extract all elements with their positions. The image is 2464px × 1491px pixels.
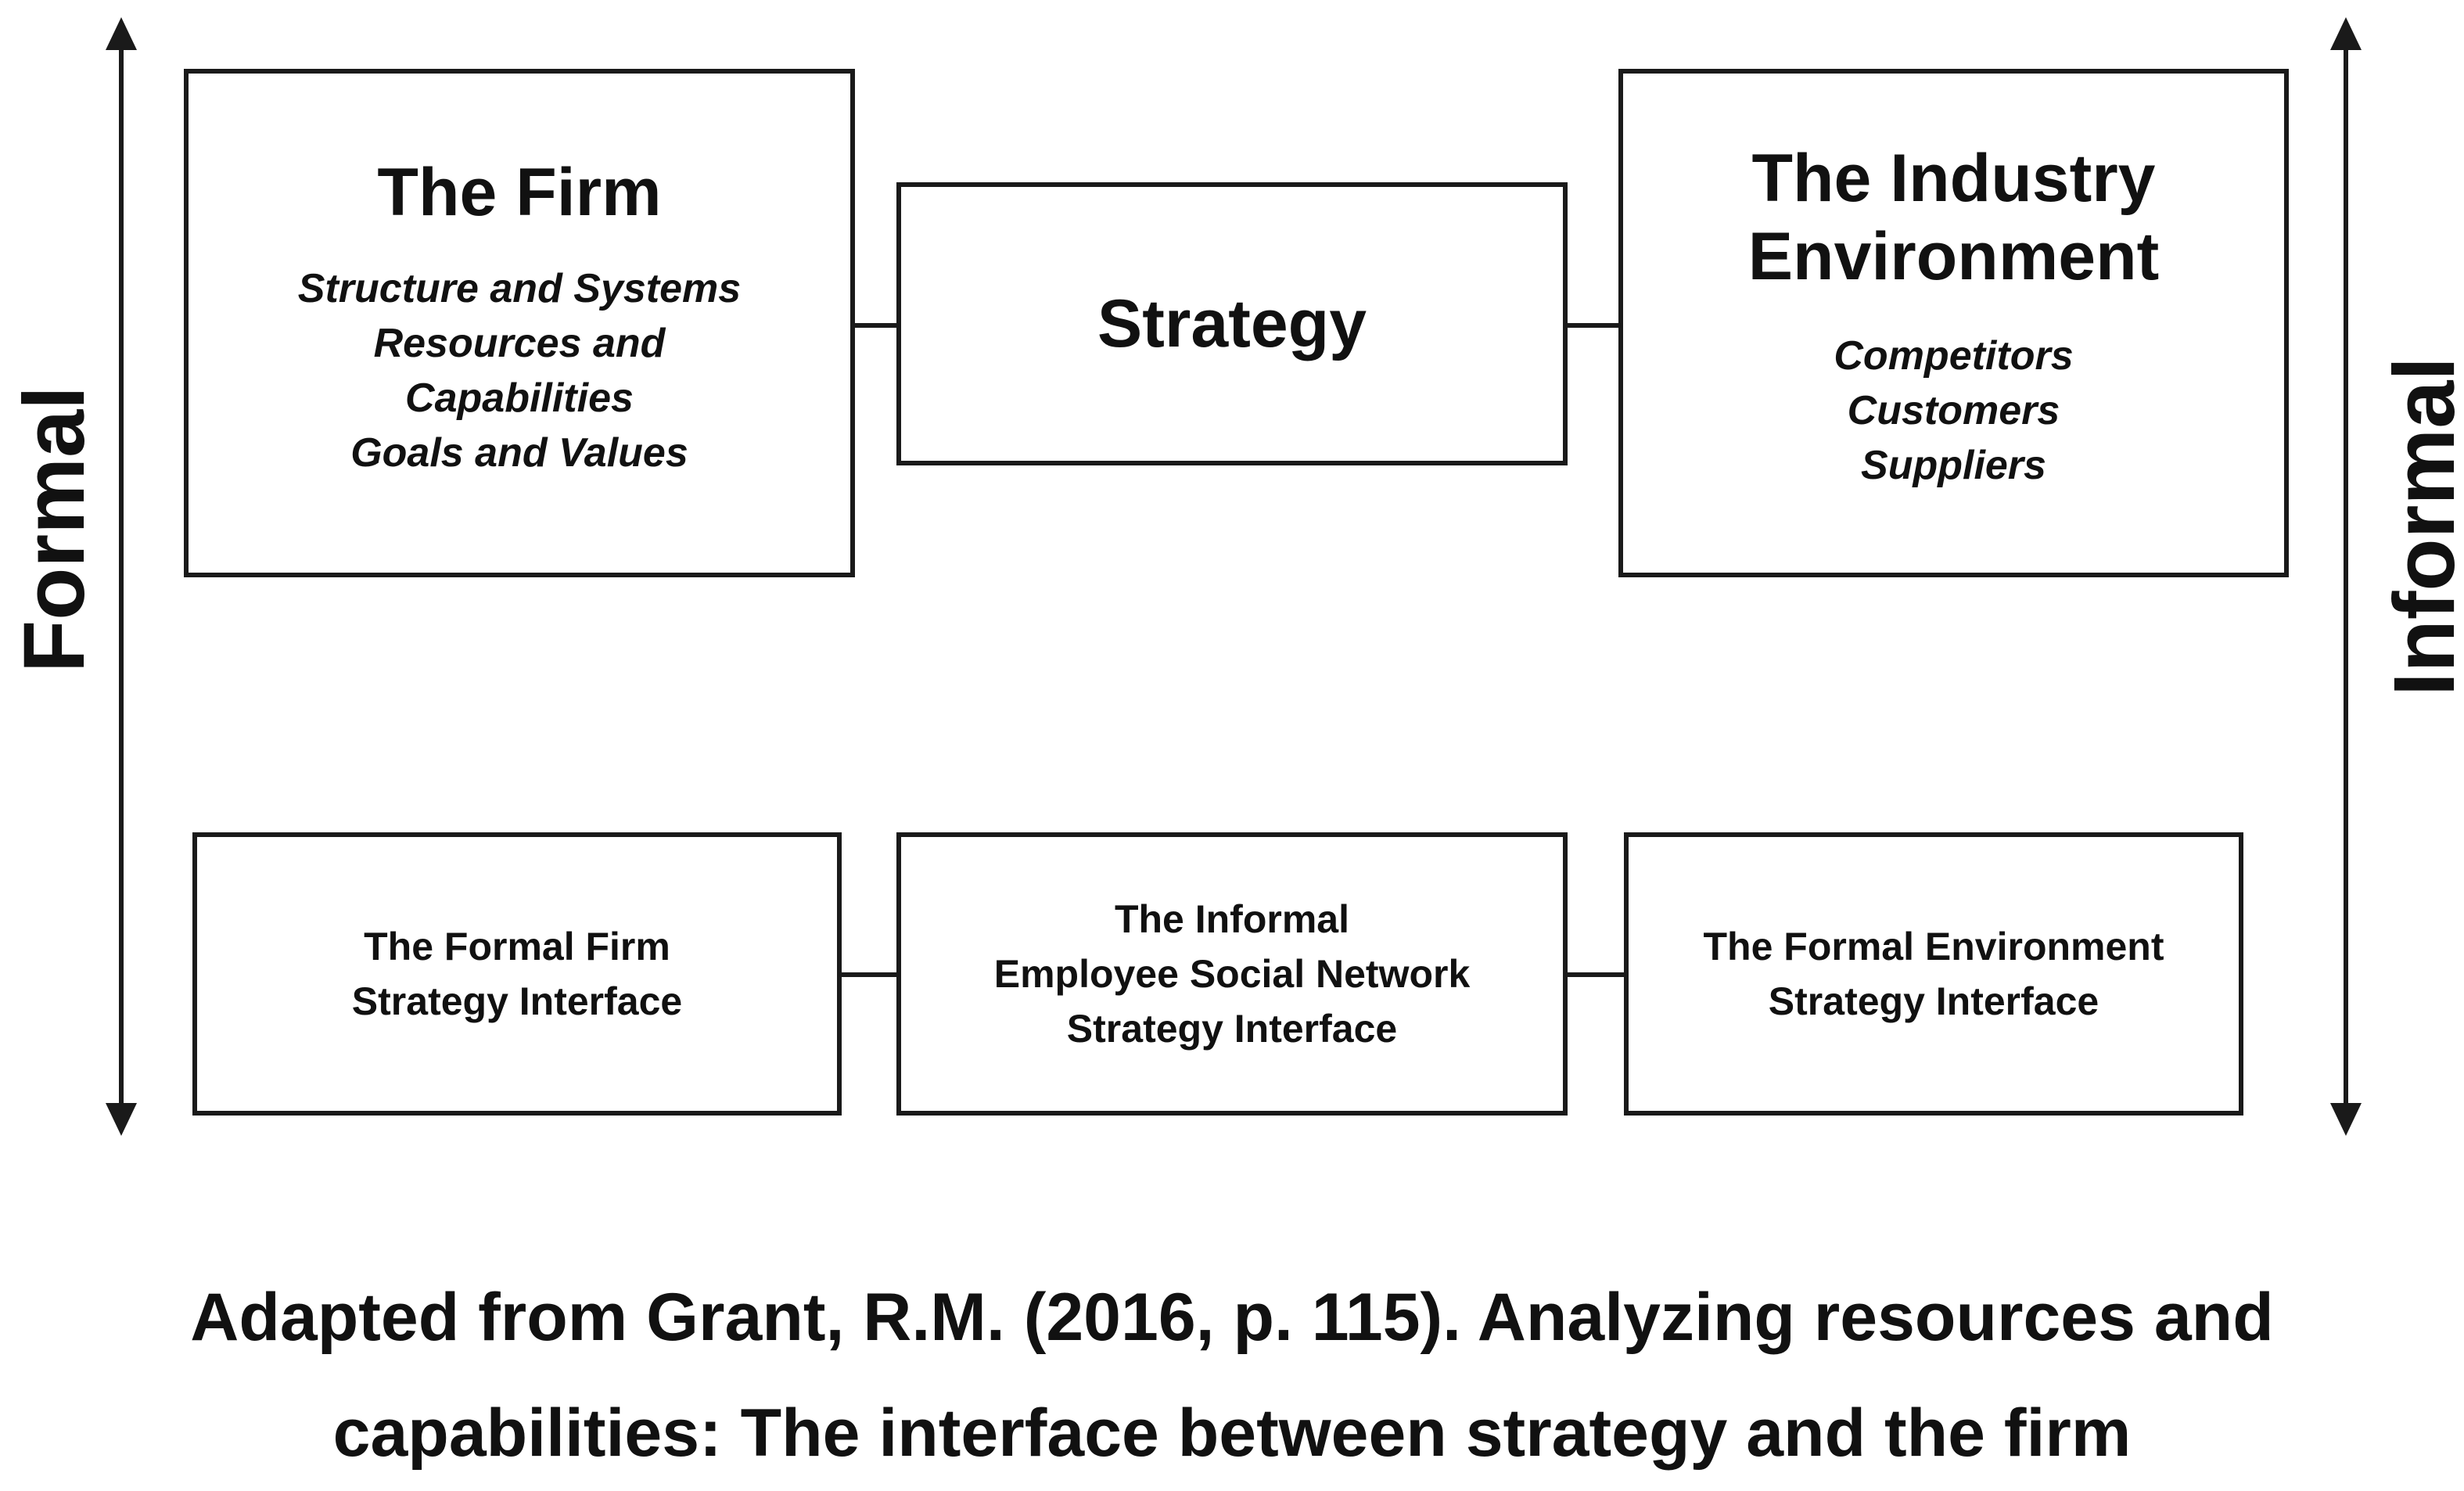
source-caption-line1: Adapted from Grant, R.M. (2016, p. 115).…: [190, 1280, 2274, 1355]
firm-item: Resources and: [373, 321, 666, 366]
industry-item: Competitors: [1834, 333, 2074, 379]
informal-formal-environment-connector: [1568, 972, 1624, 977]
firm-item: Goals and Values: [350, 430, 688, 476]
left-axis-arrow-up-icon: [106, 17, 137, 50]
left-axis-label: Formal: [6, 386, 102, 673]
right-axis-label: Informal: [2376, 357, 2464, 696]
informal-network-interface-line: The Informal: [1114, 897, 1349, 941]
firm-item: Structure and Systems: [297, 266, 742, 311]
informal-network-interface-line: Employee Social Network: [993, 952, 1471, 996]
formal-firm-interface-line: The Formal Firm: [364, 925, 670, 968]
firm-box: The Firm Structure and Systems Resources…: [184, 69, 855, 577]
formal-firm-interface-text: The Formal Firm Strategy Interface: [352, 919, 682, 1029]
firm-item: Capabilities: [405, 375, 634, 421]
informal-network-interface-box: The Informal Employee Social Network Str…: [896, 832, 1568, 1116]
formal-environment-interface-line: Strategy Interface: [1768, 979, 2099, 1023]
formal-firm-interface-line: Strategy Interface: [351, 979, 683, 1023]
industry-box: The Industry Environment Competitors Cus…: [1618, 69, 2289, 577]
industry-item: Suppliers: [1861, 443, 2046, 488]
industry-items: Competitors Customers Suppliers: [1834, 329, 2073, 493]
left-axis-arrow-down-icon: [106, 1103, 137, 1136]
right-axis-arrow-down-icon: [2330, 1103, 2362, 1136]
left-axis-line: [119, 47, 124, 1103]
industry-title-line1: The Industry: [1751, 141, 2156, 216]
industry-title-line2: Environment: [1747, 219, 2160, 294]
formal-firm-informal-connector: [842, 972, 896, 977]
informal-network-interface-line: Strategy Interface: [1066, 1007, 1398, 1051]
formal-environment-interface-line: The Formal Environment: [1703, 925, 2164, 968]
formal-environment-interface-box: The Formal Environment Strategy Interfac…: [1624, 832, 2243, 1116]
firm-items: Structure and Systems Resources and Capa…: [298, 261, 741, 480]
right-axis-arrow-up-icon: [2330, 17, 2362, 50]
strategy-industry-connector: [1568, 323, 1618, 328]
right-axis-line: [2344, 47, 2348, 1103]
industry-item: Customers: [1847, 388, 2060, 433]
strategy-title: Strategy: [1097, 286, 1367, 361]
informal-network-interface-text: The Informal Employee Social Network Str…: [994, 892, 1471, 1056]
formal-firm-interface-box: The Formal Firm Strategy Interface: [192, 832, 842, 1116]
formal-environment-interface-text: The Formal Environment Strategy Interfac…: [1704, 919, 2164, 1029]
strategy-box: Strategy: [896, 182, 1568, 465]
source-caption-line2: capabilities: The interface between stra…: [332, 1396, 2132, 1471]
firm-title: The Firm: [377, 155, 662, 230]
firm-strategy-connector: [855, 323, 896, 328]
